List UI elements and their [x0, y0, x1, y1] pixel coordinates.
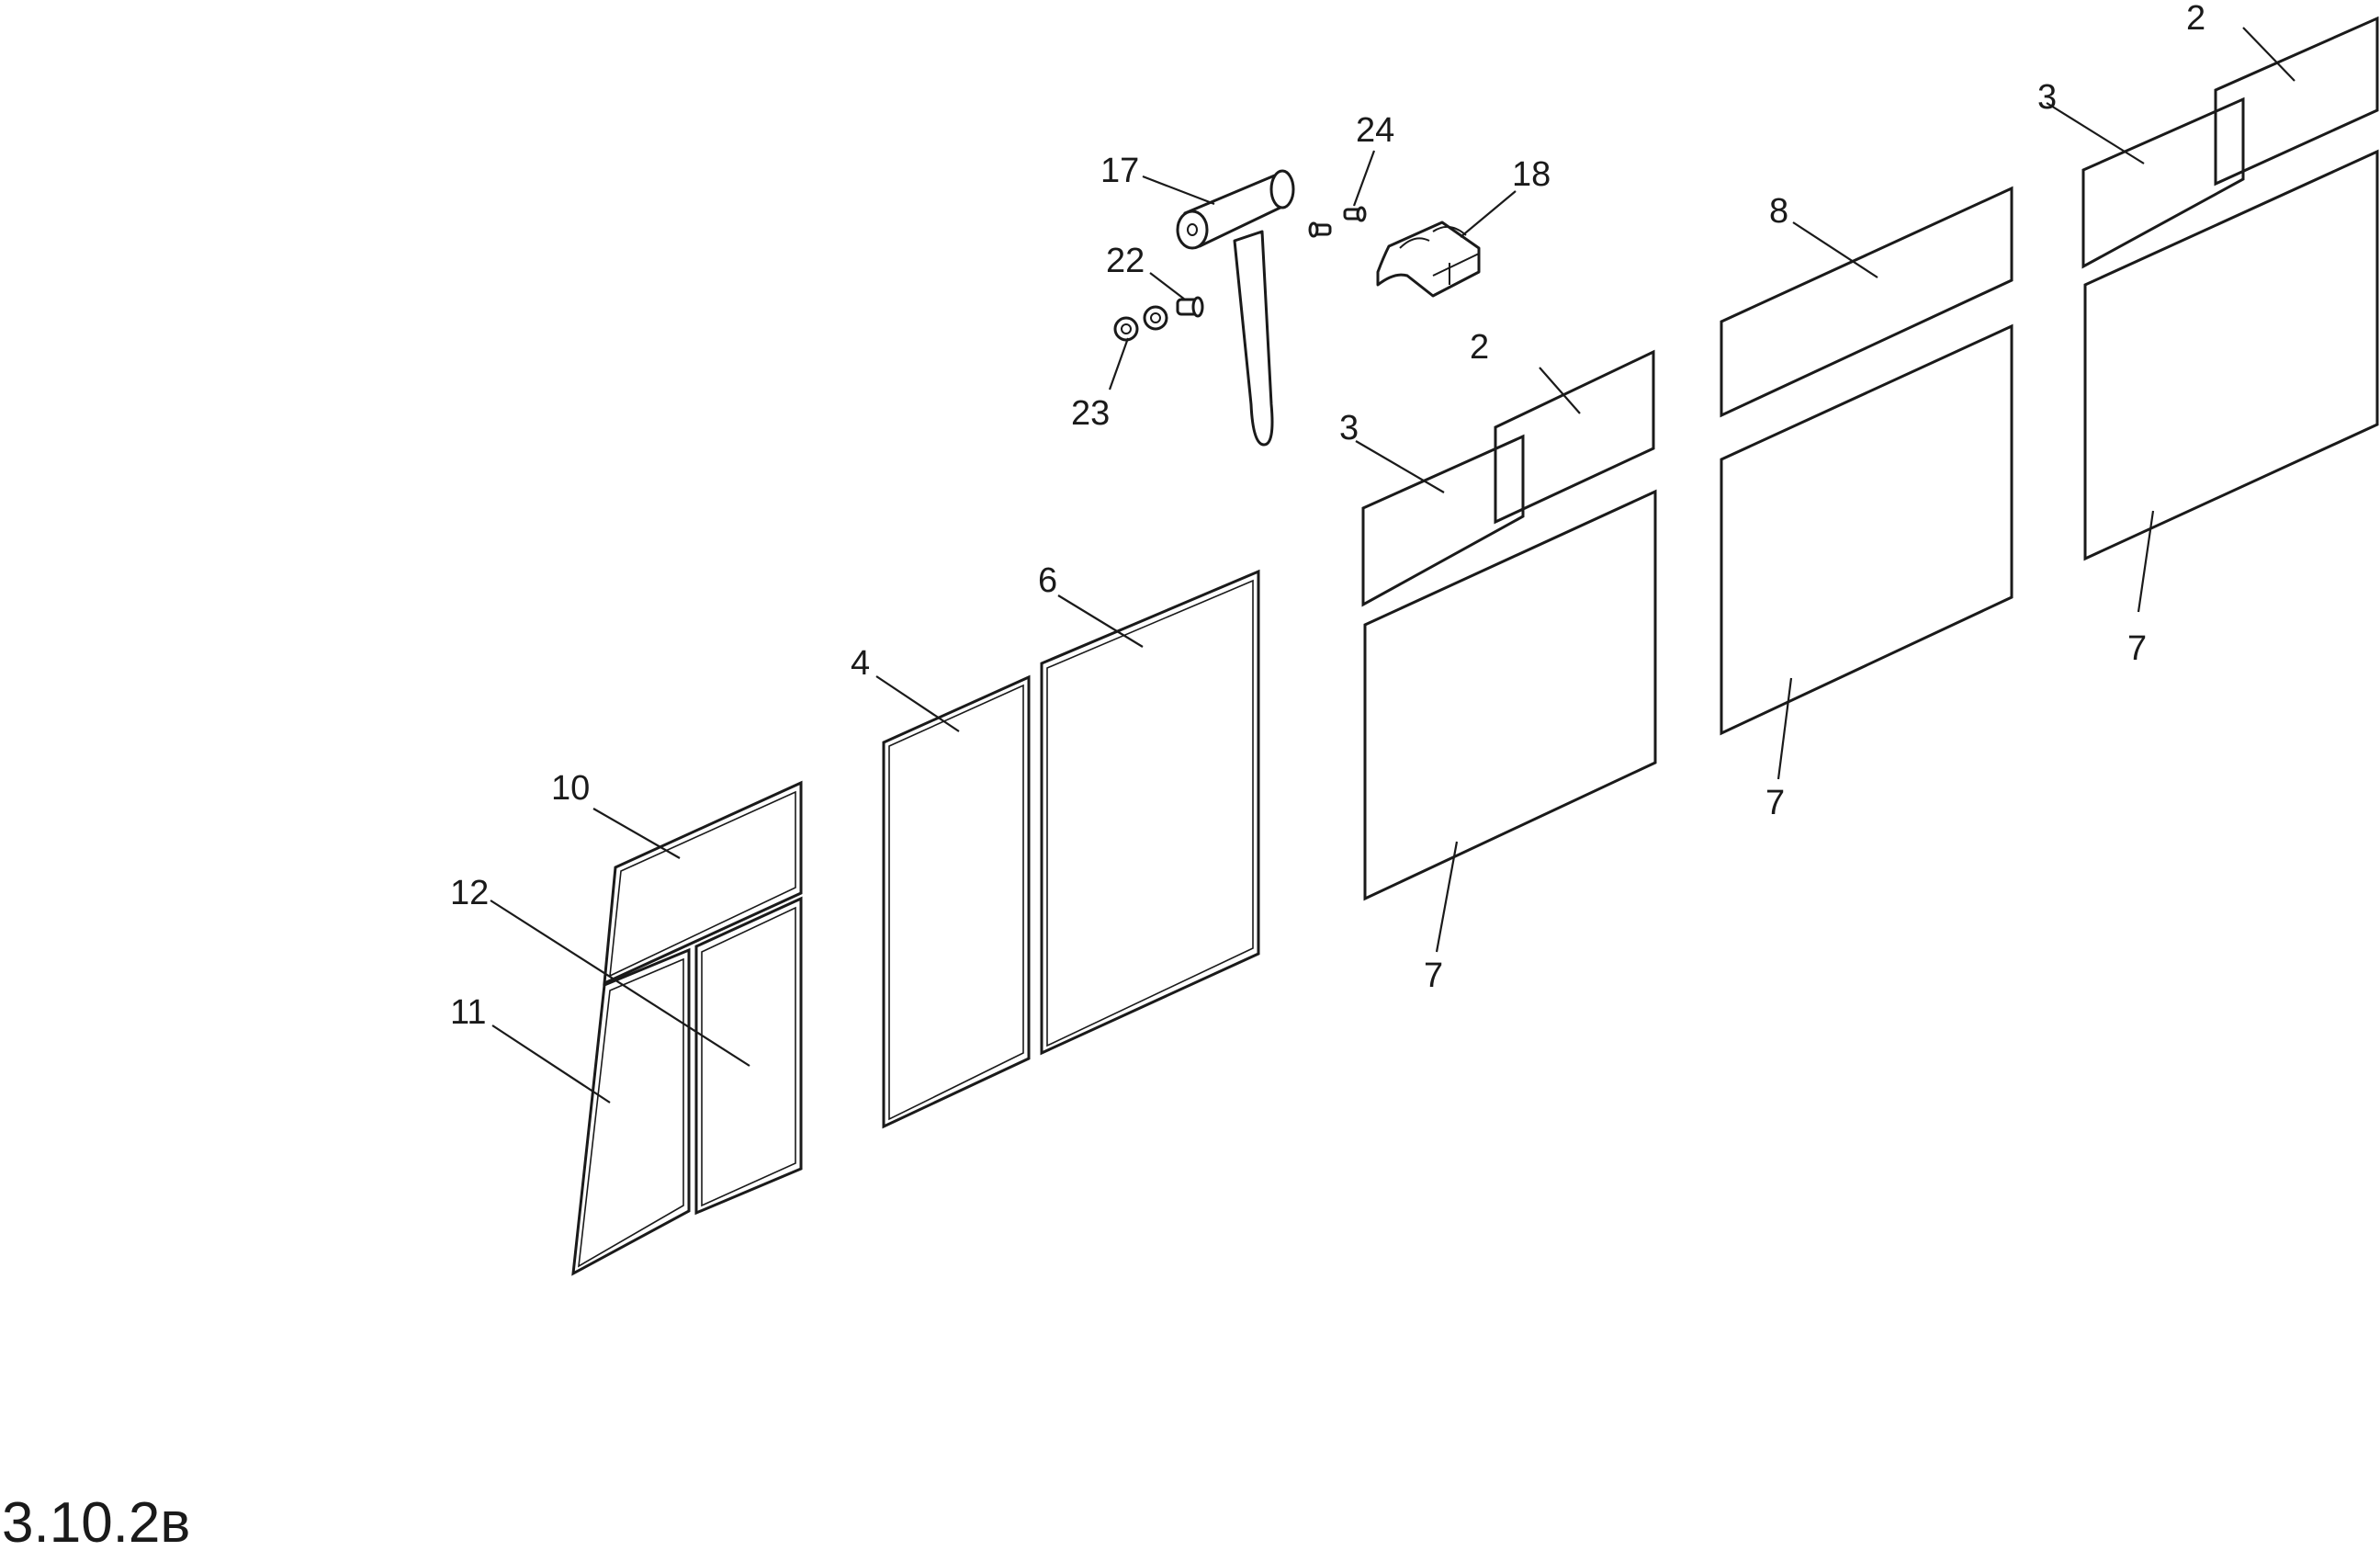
callout-7-a: 7	[1424, 956, 1443, 995]
pane-3-b	[2081, 96, 2245, 269]
bolt-22	[1176, 296, 1204, 318]
leader-lines	[490, 27, 2295, 1104]
pane-2-a	[1494, 349, 1655, 525]
callout-22: 22	[1106, 242, 1145, 280]
screw-24-b	[1308, 221, 1332, 238]
callout-2-b: 2	[2186, 0, 2205, 38]
washer-23	[1113, 316, 1139, 342]
hammer-17	[1176, 169, 1295, 447]
callout-4: 4	[851, 644, 870, 683]
callout-3-a: 3	[1339, 409, 1359, 447]
callout-10: 10	[551, 769, 590, 808]
callout-8: 8	[1769, 192, 1788, 231]
pane-2-b	[2214, 16, 2379, 187]
pane-4	[882, 674, 1031, 1129]
pane-7-b	[1720, 323, 2013, 736]
callout-6: 6	[1038, 561, 1057, 600]
pane-12	[694, 896, 803, 1216]
callout-24: 24	[1356, 111, 1394, 150]
pane-3-a	[1361, 434, 1525, 607]
pane-7-c	[2083, 149, 2379, 561]
callout-18: 18	[1512, 155, 1551, 194]
pane-6	[1040, 569, 1260, 1056]
washer-22	[1143, 305, 1168, 331]
pane-7-a	[1363, 489, 1657, 901]
callout-17: 17	[1100, 152, 1139, 190]
callout-7-c: 7	[2127, 629, 2147, 668]
pane-11	[571, 947, 691, 1276]
callout-23: 23	[1071, 394, 1110, 433]
callout-11: 11	[450, 993, 486, 1032]
callout-7-b: 7	[1765, 784, 1785, 822]
callout-3-b: 3	[2037, 78, 2057, 117]
callout-2-a: 2	[1470, 328, 1489, 367]
figure-number: 3.10.2в	[2, 1491, 191, 1555]
clip-18	[1376, 221, 1481, 298]
callout-12: 12	[450, 874, 489, 912]
callout-labels: 17 22 23 24 18 2 3 8 3 2 7 7 7 6 4 10 12…	[450, 0, 2205, 1032]
pane-8	[1720, 186, 2013, 418]
pane-10	[603, 780, 803, 986]
screw-24-a	[1343, 206, 1367, 222]
